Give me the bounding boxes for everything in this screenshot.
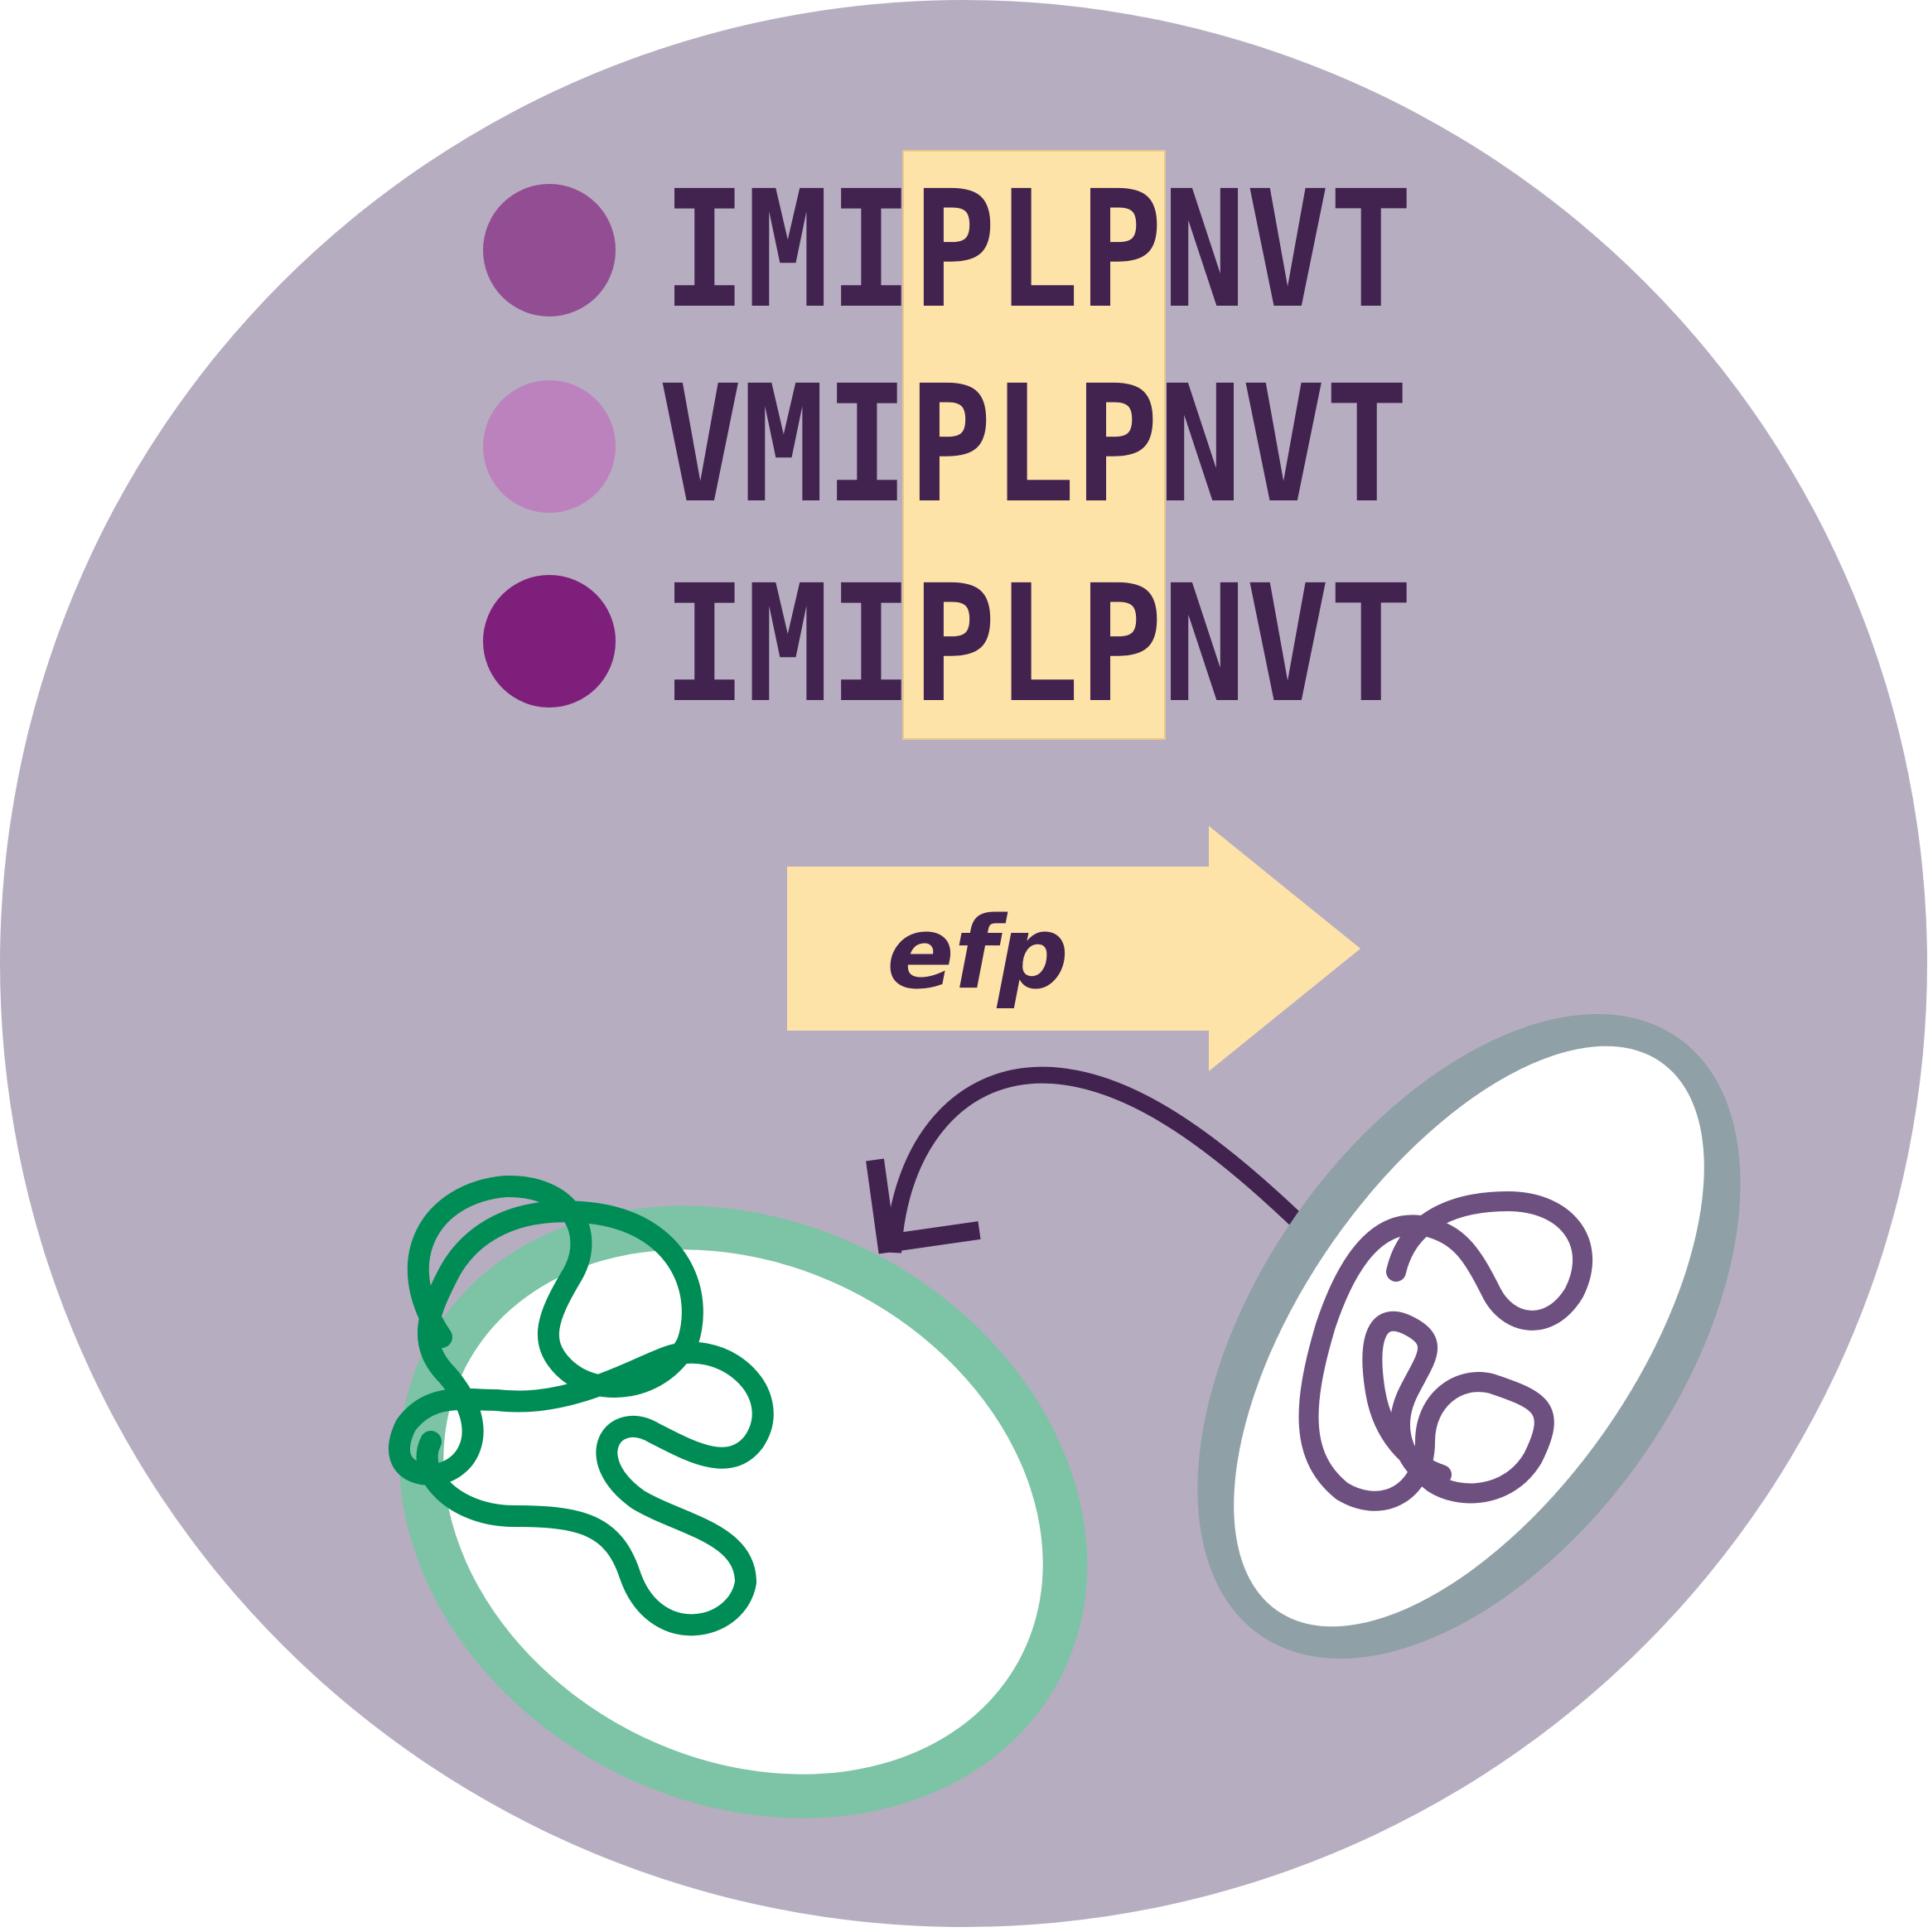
sequence-text-3: IMIPLPNVT	[663, 550, 1413, 738]
switch-arrow-head	[866, 1158, 981, 1254]
sequence-dot-2	[483, 380, 616, 513]
sequence-text-1: IMIPLPNVT	[663, 156, 1413, 344]
motif-highlight	[902, 150, 1166, 740]
grey-cell-interior	[1234, 1046, 1704, 1627]
switch-arrow	[885, 1066, 1323, 1253]
purple-chromosome	[1298, 1191, 1592, 1511]
grey-cell	[1197, 1014, 1741, 1659]
gene-arrow	[787, 826, 1360, 1071]
sequence-text-2: VMIPLPNVT	[659, 350, 1409, 539]
sequence-dot-3	[483, 575, 616, 708]
gene-label: efp	[887, 896, 1069, 1012]
green-chromosome	[389, 1175, 774, 1636]
sequence-dot-1	[483, 184, 616, 316]
